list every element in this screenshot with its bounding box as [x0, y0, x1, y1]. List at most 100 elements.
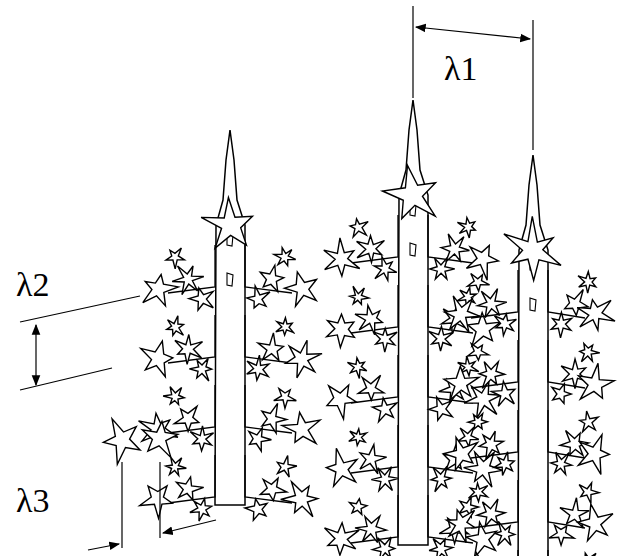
- crystal-arm: [277, 455, 296, 477]
- crystal-arm: [286, 340, 322, 378]
- crystal-arm: [190, 499, 212, 522]
- crystal-arm: [477, 289, 506, 318]
- liquid-pocket: [410, 243, 416, 256]
- crystal-arm: [477, 499, 505, 527]
- crystal-arm: [327, 314, 355, 347]
- crystal-arm: [189, 358, 211, 381]
- crystal-arm: [274, 248, 296, 266]
- crystal-arm: [349, 499, 367, 515]
- crystal-arm: [374, 257, 397, 281]
- crystal-arm: [578, 363, 614, 399]
- crystal-arm: [260, 478, 287, 500]
- crystal-arm: [142, 422, 178, 458]
- crystal-arm: [479, 431, 503, 459]
- dimension-label: λ2: [16, 268, 50, 302]
- crystal-arm: [580, 343, 600, 361]
- crystal-arm: [249, 428, 272, 451]
- crystal-arm: [324, 238, 360, 276]
- crystal-arm: [447, 510, 475, 543]
- crystal-arm: [326, 448, 357, 486]
- extension-line: [20, 368, 112, 390]
- crystal-arm: [479, 362, 505, 389]
- crystal-arm: [468, 414, 487, 429]
- crystal-arm: [578, 553, 599, 556]
- crystal-arm: [560, 430, 589, 455]
- crystal-arm: [495, 521, 515, 545]
- crystal-arm: [143, 274, 179, 305]
- crystal-arm: [431, 466, 451, 492]
- crystal-arm: [282, 412, 320, 443]
- crystal-arm: [579, 483, 599, 504]
- crystal-arm: [189, 288, 213, 310]
- crystal-arm: [355, 305, 382, 334]
- dimension-arrow: [416, 27, 530, 39]
- crystal-arm: [176, 477, 203, 500]
- crystal-arm: [504, 216, 561, 280]
- crystal-arm: [580, 411, 598, 432]
- crystal-arm: [245, 499, 267, 520]
- crystal-arm: [141, 341, 173, 377]
- extension-line: [159, 462, 160, 538]
- crystal-arm: [578, 435, 609, 475]
- crystal-arm: [577, 300, 615, 330]
- crystal-arm: [357, 236, 385, 263]
- dimension-arrow: [35, 325, 36, 385]
- crystal-arm: [262, 403, 287, 433]
- liquid-pocket: [227, 273, 233, 286]
- crystal-arm: [327, 385, 356, 419]
- crystal-arm: [561, 359, 587, 389]
- crystal-arm: [175, 335, 203, 365]
- crystal-arm: [445, 296, 481, 333]
- extension-line: [532, 20, 533, 150]
- crystal-arm: [441, 234, 469, 262]
- crystal-arm: [247, 286, 270, 308]
- crystal-arm: [201, 198, 252, 249]
- crystal-arm: [140, 486, 173, 519]
- crystal-arm: [360, 445, 387, 474]
- liquid-pocket: [530, 298, 536, 311]
- crystal-arm: [578, 272, 596, 294]
- crystal-arm: [260, 265, 284, 291]
- crystal-arm: [429, 397, 453, 420]
- primary-trunk: [518, 155, 548, 556]
- crystal-arm: [430, 257, 455, 279]
- extension-line: [412, 6, 413, 98]
- primary-trunk: [398, 100, 428, 545]
- crystal-arm: [247, 355, 269, 380]
- crystal-arm: [284, 272, 316, 306]
- secondary-arm: [471, 340, 518, 388]
- crystal-arm: [325, 523, 360, 555]
- crystal-arm: [274, 389, 297, 409]
- crystal-arm: [350, 219, 368, 237]
- crystal-arm: [281, 482, 318, 517]
- crystal-arm: [372, 398, 396, 422]
- crystal-arm: [276, 318, 294, 335]
- crystal-arm: [491, 381, 515, 406]
- crystal-arm: [444, 366, 479, 400]
- crystal-arm: [468, 483, 487, 502]
- crystal-arm: [382, 165, 435, 218]
- crystal-arm: [103, 419, 140, 464]
- crystal-arm: [551, 312, 571, 338]
- primary-trunk: [215, 130, 245, 505]
- secondary-arm: [548, 550, 585, 556]
- crystal-arm: [552, 384, 571, 404]
- crystal-arm: [355, 516, 386, 543]
- crystal-arm: [470, 553, 487, 556]
- crystal-arm: [444, 437, 478, 470]
- crystal-arm: [174, 406, 199, 431]
- crystal-arm: [551, 452, 572, 474]
- crystal-arm: [371, 467, 398, 491]
- crystal-arm: [494, 314, 516, 336]
- secondary-arm: [548, 340, 585, 388]
- dimension-label: λ3: [16, 484, 50, 518]
- dimension-arrow: [163, 520, 216, 533]
- crystal-arm: [467, 273, 489, 291]
- dimension-label: λ1: [444, 52, 478, 86]
- crystal-arm: [163, 387, 184, 405]
- crystal-arm: [494, 452, 514, 476]
- dimension-lines: [20, 6, 533, 550]
- crystal-arm: [549, 525, 574, 545]
